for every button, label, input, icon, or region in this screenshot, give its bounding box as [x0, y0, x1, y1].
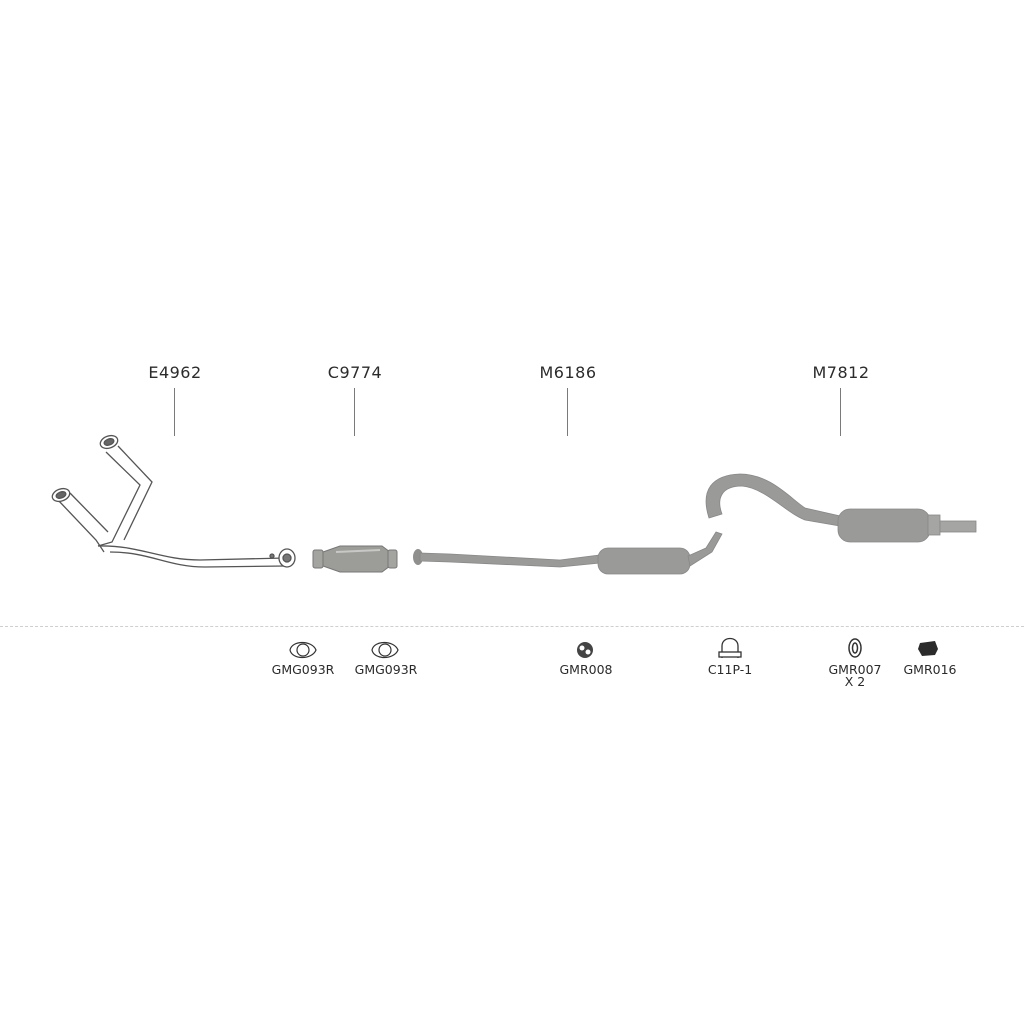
leader-line-e4962: [174, 388, 175, 436]
fitting-label-c11p-1: C11P-1: [707, 662, 753, 677]
part-label-m7812: M7812: [812, 363, 870, 382]
fitting-label-gmr007: GMR007: [828, 662, 882, 677]
catalytic-converter-c9774: [312, 545, 398, 573]
fitting-label-gmr016: GMR016: [903, 662, 957, 677]
part-label-c9774: C9774: [327, 363, 383, 382]
divider-line: [0, 626, 1024, 627]
front-pipe-e4962: [51, 434, 296, 568]
center-pipe-m6186: [413, 531, 723, 575]
gasket-icon: [371, 641, 399, 659]
fitting-qty-gmr007: X 2: [844, 674, 866, 689]
leader-line-c9774: [354, 388, 355, 436]
gasket-icon: [289, 641, 317, 659]
part-label-e4962: E4962: [148, 363, 202, 382]
rubber-mount-icon: [577, 642, 593, 658]
leader-line-m6186: [567, 388, 568, 436]
fitting-label-gmg093r-2: GMG093R: [354, 662, 418, 677]
rubber-ring-icon: [848, 638, 862, 658]
leader-line-m7812: [840, 388, 841, 436]
fitting-label-gmg093r-1: GMG093R: [271, 662, 335, 677]
fitting-label-gmr008: GMR008: [559, 662, 613, 677]
rubber-block-icon: [918, 641, 938, 656]
u-clamp-icon: [718, 637, 742, 658]
rear-silencer-m7812: [705, 473, 977, 543]
part-label-m6186: M6186: [539, 363, 597, 382]
